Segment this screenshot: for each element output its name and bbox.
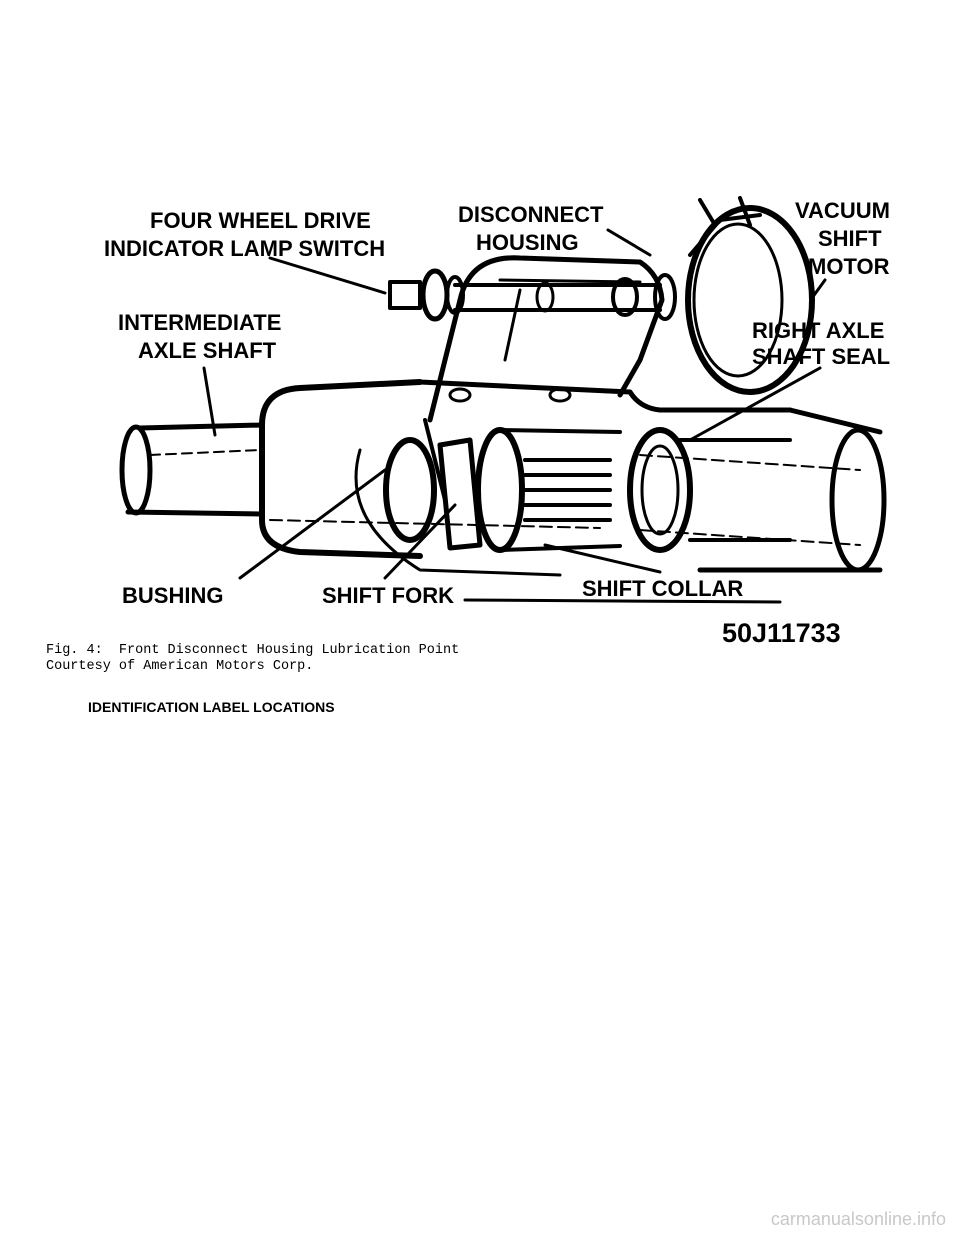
label-vacuum-line3: MOTOR	[808, 254, 890, 279]
label-four-wheel-drive-line2: INDICATOR LAMP SWITCH	[104, 236, 385, 261]
right-axle-tube	[639, 407, 887, 573]
figure-id: 50J11733	[722, 618, 841, 648]
label-intermediate-line2: AXLE SHAFT	[138, 338, 277, 363]
label-vacuum-line2: SHIFT	[818, 226, 882, 251]
right-axle-shaft-seal	[627, 427, 792, 553]
label-shift-fork: SHIFT FORK	[322, 583, 454, 608]
front-disconnect-housing-figure: FOUR WHEEL DRIVE INDICATOR LAMP SWITCH D…	[104, 196, 890, 648]
label-intermediate-line1: INTERMEDIATE	[118, 310, 281, 335]
vacuum-shift-motor	[685, 196, 815, 395]
figure-caption: Fig. 4: Front Disconnect Housing Lubrica…	[46, 643, 460, 658]
shift-shaft	[453, 273, 677, 321]
housing-body	[259, 379, 793, 559]
shift-collar	[475, 427, 622, 553]
bushing	[354, 437, 562, 577]
label-four-wheel-drive-line1: FOUR WHEEL DRIVE	[150, 208, 371, 233]
indicator-lamp-switch	[388, 268, 465, 322]
leader-lines	[202, 228, 827, 604]
intermediate-axle-shaft	[119, 422, 265, 517]
figure-credit: Courtesy of American Motors Corp.	[46, 659, 314, 674]
disconnect-housing	[427, 255, 665, 423]
label-vacuum-line1: VACUUM	[795, 198, 890, 223]
label-bushing: BUSHING	[122, 583, 223, 608]
label-disconnect-line1: DISCONNECT	[458, 202, 604, 227]
section-heading: IDENTIFICATION LABEL LOCATIONS	[88, 699, 335, 715]
label-shift-collar: SHIFT COLLAR	[582, 576, 743, 601]
label-disconnect-line2: HOUSING	[476, 230, 579, 255]
label-right-axle-line1: RIGHT AXLE	[752, 318, 884, 343]
label-right-axle-line2: SHAFT SEAL	[752, 344, 890, 369]
watermark: carmanualsonline.info	[770, 1209, 946, 1229]
